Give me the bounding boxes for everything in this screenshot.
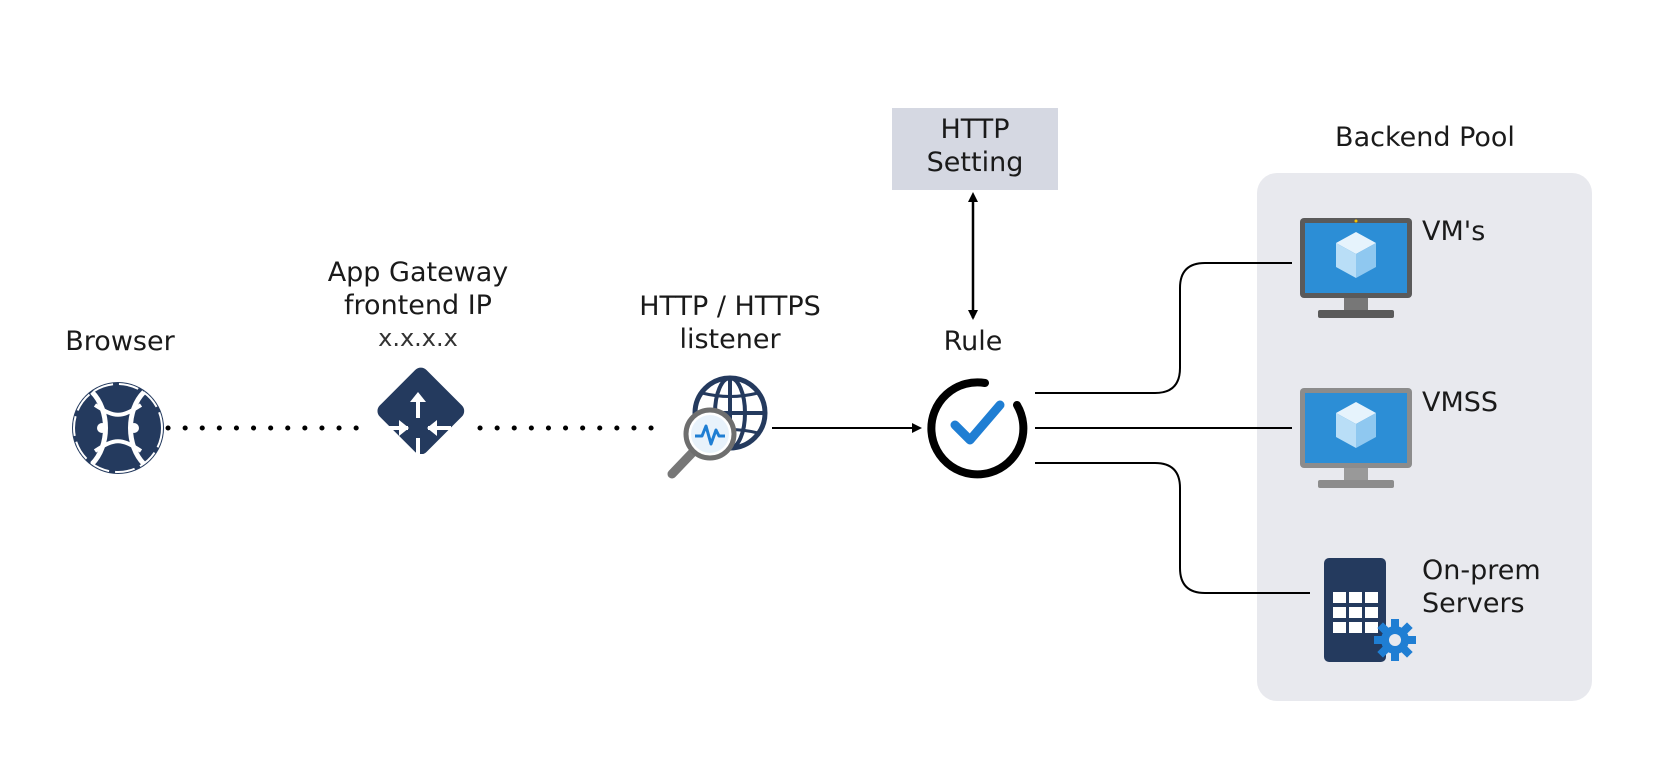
browser-icon (72, 382, 164, 474)
vms-label: VM's (1422, 216, 1486, 247)
router-icon (377, 367, 465, 464)
onprem-label: On-prem Servers (1422, 554, 1582, 620)
http-setting-line2: Setting (926, 147, 1024, 178)
listener-label-line2: listener (679, 324, 781, 355)
globe-search-icon (667, 375, 768, 479)
rule-to-vms-connector (1035, 262, 1292, 394)
rule-label: Rule (943, 326, 1003, 357)
frontend-label-line1: App Gateway (327, 257, 509, 288)
browser-label: Browser (65, 326, 175, 357)
backend-pool-title: Backend Pool (1335, 122, 1515, 153)
frontend-ip-label: App Gateway frontend IP x.x.x.x (300, 256, 536, 355)
frontend-ip-address: x.x.x.x (378, 324, 458, 352)
onprem-label-line2: Servers (1422, 588, 1525, 619)
http-setting-line1: HTTP (940, 114, 1010, 145)
virtual-machine-icon (1300, 218, 1412, 318)
scale-set-icon (1300, 388, 1412, 488)
http-setting-box (892, 108, 1058, 190)
server-gear-icon (1324, 558, 1416, 662)
checkmark-icon (927, 378, 1028, 479)
frontend-label-line2: frontend IP (344, 290, 492, 321)
listener-label: HTTP / HTTPS listener (615, 290, 845, 356)
onprem-label-line1: On-prem (1422, 555, 1541, 586)
vmss-label: VMSS (1422, 387, 1499, 418)
listener-label-line1: HTTP / HTTPS (639, 291, 821, 322)
http-setting-label: HTTP Setting (892, 113, 1058, 179)
rule-to-onprem-connector (1035, 462, 1310, 594)
